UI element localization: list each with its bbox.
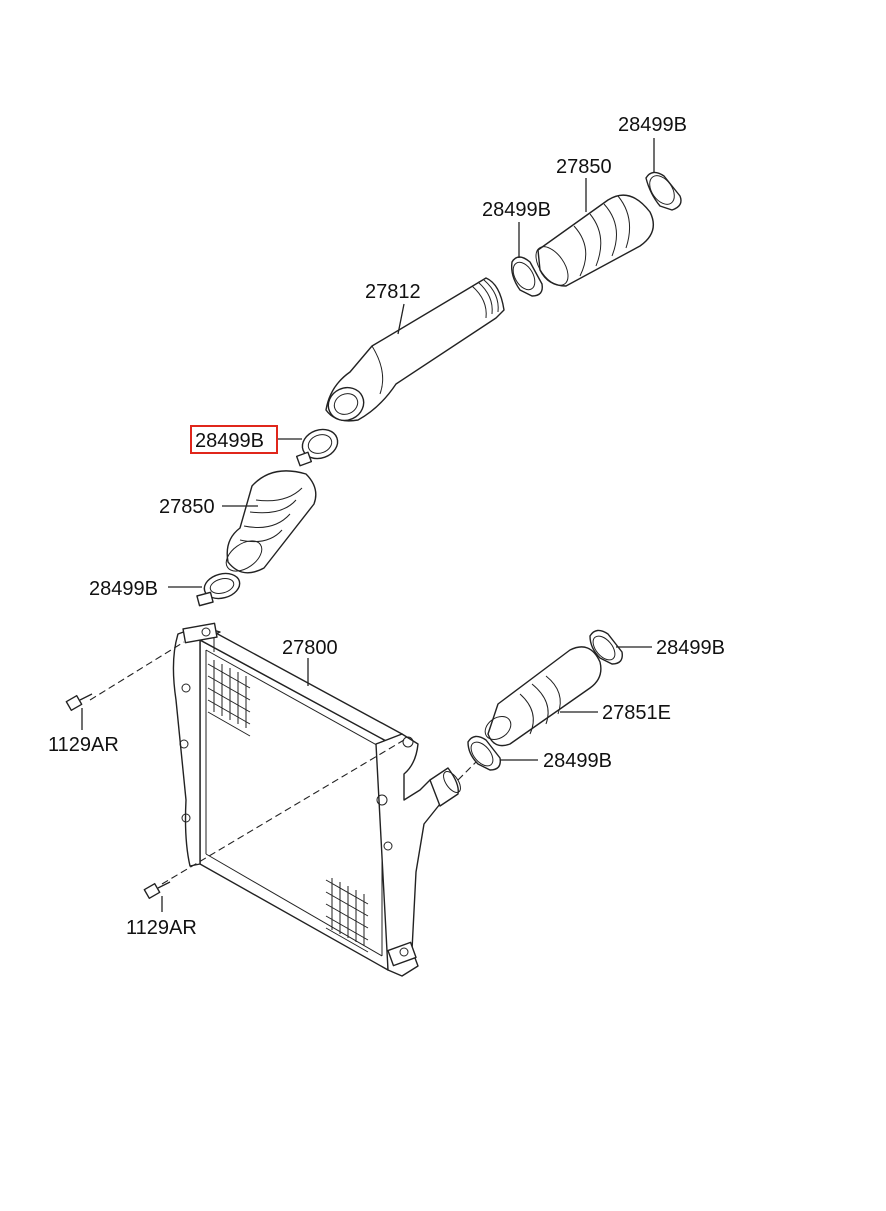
fin-pattern-upper [207, 660, 251, 737]
clamp-right-upper [589, 629, 623, 665]
bolt-lower [143, 881, 171, 900]
label-clamp-upper-left: 28499B [482, 199, 551, 221]
fin-pattern-lower [325, 878, 369, 953]
label-bolt-upper: 1129AR [48, 734, 119, 756]
assembly-line-outlet [457, 761, 477, 781]
label-clamp-right-lower: 28499B [543, 750, 612, 772]
label-clamp-highlighted: 28499B [195, 430, 264, 452]
clamp-upper-left [510, 256, 543, 297]
clamp-middle [196, 572, 241, 607]
label-clamp-top-right: 28499B [618, 114, 687, 136]
label-bolt-lower: 1129AR [126, 917, 197, 939]
clamp-top-right [645, 171, 682, 211]
intercooler-27800 [172, 622, 461, 977]
label-clamp-right-upper: 28499B [656, 637, 725, 659]
pipe-27812 [325, 277, 505, 422]
leader-pipe [397, 303, 405, 335]
label-hose-middle: 27850 [159, 496, 215, 518]
assembly-line-bolt-lower [161, 739, 405, 885]
hose-middle [225, 470, 317, 574]
label-clamp-middle: 28499B [89, 578, 158, 600]
clamp-right-lower [467, 735, 501, 771]
hose-upper [535, 194, 654, 287]
label-intercooler: 27800 [282, 637, 338, 659]
label-hose-upper: 27850 [556, 156, 612, 178]
label-pipe: 27812 [365, 281, 421, 303]
hose-right [484, 646, 602, 747]
highlight-box [190, 425, 278, 454]
bolt-upper [65, 693, 93, 712]
label-hose-right: 27851E [602, 702, 671, 724]
clamp-highlighted [295, 428, 339, 467]
assembly-line-bolt-upper [89, 641, 185, 701]
